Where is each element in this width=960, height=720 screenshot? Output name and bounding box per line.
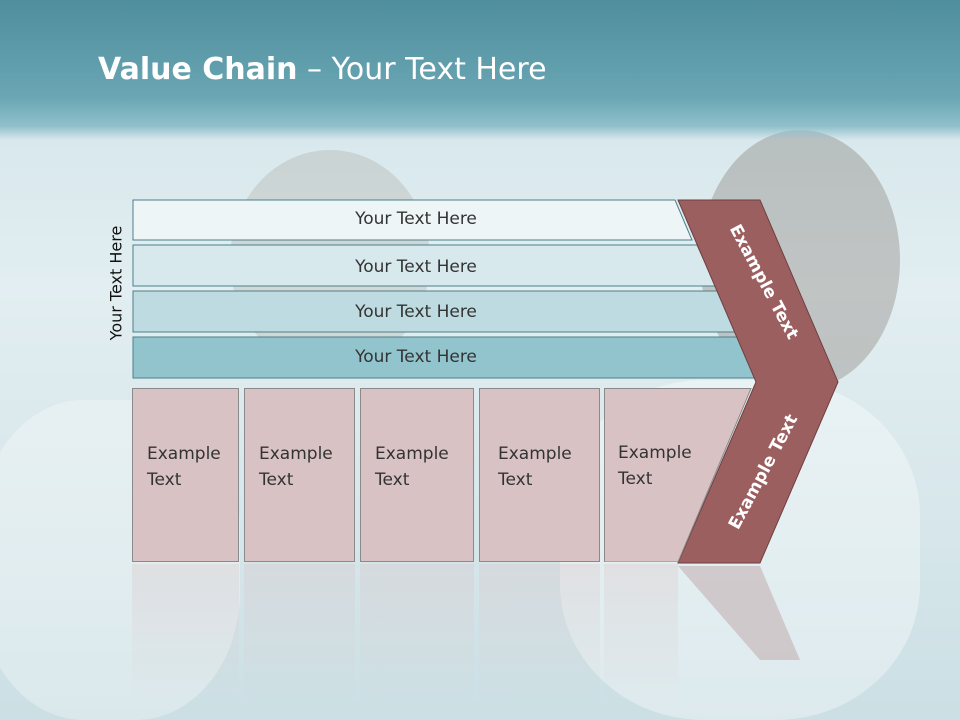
band-1 bbox=[132, 199, 693, 241]
chevron-arrow bbox=[677, 199, 839, 564]
box-3-reflection bbox=[360, 564, 474, 704]
box-2-reflection bbox=[244, 564, 355, 704]
box-1-reflection bbox=[132, 564, 239, 704]
chevron-reflection bbox=[678, 566, 800, 660]
box-5-reflection bbox=[604, 564, 678, 704]
title-rest: – Your Text Here bbox=[297, 52, 547, 87]
page-title: Value Chain – Your Text Here bbox=[98, 52, 547, 87]
band-2-label: Your Text Here bbox=[355, 257, 477, 277]
box-5-line2: Text bbox=[618, 469, 653, 489]
header-band bbox=[0, 0, 960, 140]
box-2-line1: Example bbox=[259, 444, 333, 464]
band-1-label: Your Text Here bbox=[355, 209, 477, 229]
box-3-line1: Example bbox=[375, 444, 449, 464]
band-3-label: Your Text Here bbox=[355, 302, 477, 322]
box-4-reflection bbox=[479, 564, 600, 704]
band-4-label: Your Text Here bbox=[355, 347, 477, 367]
box-3-line2: Text bbox=[375, 470, 410, 490]
title-bold: Value Chain bbox=[98, 52, 298, 87]
box-1-line2: Text bbox=[147, 470, 182, 490]
box-4-line1: Example bbox=[498, 444, 572, 464]
box-5-line1: Example bbox=[618, 443, 692, 463]
box-4-line2: Text bbox=[498, 470, 533, 490]
box-2-line2: Text bbox=[259, 470, 294, 490]
box-1-line1: Example bbox=[147, 444, 221, 464]
